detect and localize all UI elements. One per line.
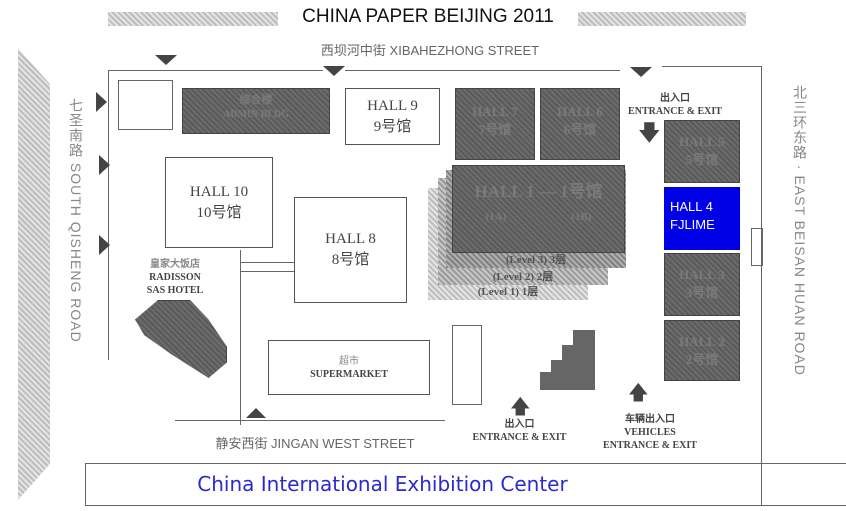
entrance-top: 出入口 ENTRANCE & EXIT [620,92,730,118]
arrow-up-icon: 🡅 [628,382,649,404]
footer-box [85,463,846,506]
hall-3-cn-label: 3号馆 [685,285,719,301]
gate-marker-icon [96,92,107,112]
south-street-label: 静安西街 JINGAN WEST STREET [215,436,415,451]
vehicles-entrance: 车辆出入口 VEHICLES ENTRANCE & EXIT [590,413,710,452]
hall-5-cn-label: 5号馆 [685,152,719,168]
level-1-label: (Level 1) 1层 [477,285,539,298]
venue-name: China International Exhibition Center [197,472,568,496]
supermarket-cn-label: 超市 [339,355,359,367]
gatehouse [751,228,763,266]
radisson-en-label-2: SAS HOTEL [146,285,204,296]
hall-5-label: HALL 5 [679,134,725,149]
supermarket-label: SUPERMARKET [310,368,388,380]
vehicles-entrance-label: ENTRANCE & EXIT [603,440,697,451]
hall-1: HALL 1 — 1号馆 (1A) (1B) [452,165,625,253]
hall-10-label: HALL 10 [189,183,249,200]
compound-boundary-south [175,420,445,421]
hall-6-cn-label: 6号馆 [563,122,597,138]
east-street-label: 北三环东路 · EAST BEISAN HUAN ROAD [792,85,808,376]
compound-boundary-west [108,70,109,360]
radisson-hotel-building [135,300,227,378]
hall-3-label: HALL 3 [679,267,725,282]
stepped-building [540,330,595,390]
hall-5: HALL 5 5号馆 [664,120,740,183]
hall-9-cn-label: 9号馆 [373,118,412,135]
hall-8: HALL 8 8号馆 [294,197,407,303]
admin-en-label: ADMIN BLDG [223,109,289,121]
exhibitor-label: FJLIME [670,216,715,232]
hall-2-cn-label: 2号馆 [685,352,719,368]
map-title: CHINA PAPER BEIJING 2011 [278,6,578,28]
west-road-strip [18,48,50,500]
arrow-down-icon: 🡇 [638,120,661,145]
hall-9: HALL 9 9号馆 [345,88,440,145]
compound-boundary-north [345,70,620,71]
hall-1-label: HALL 1 — 1号馆 [474,182,603,201]
entrance-bottom-label: ENTRANCE & EXIT [472,432,567,443]
gate-marker-icon [155,55,177,65]
connector [240,262,294,272]
gate-marker-icon [630,67,652,77]
hall-4-highlight[interactable]: HALL 4 FJLIME [664,187,740,250]
compound-boundary-east [662,66,762,506]
hall-8-label: HALL 8 [325,231,376,247]
hall-6-label: HALL 6 [557,104,603,119]
gate-marker-icon [99,155,110,175]
inner-road-line [240,250,241,425]
hall-7-cn-label: 7号馆 [478,122,512,138]
hall-8-cn-label: 8号馆 [331,252,370,268]
entrance-top-label: ENTRANCE & EXIT [628,106,722,117]
radisson-en-label: RADISSON [149,272,201,283]
west-street-label: 七圣南路 SOUTH QISHENG ROAD [68,98,84,343]
vehicles-label: VEHICLES [624,427,676,438]
supermarket: 超市 SUPERMARKET [268,340,430,395]
hall-1-sections: (1A) (1B) [453,210,624,225]
level-3-label: (Level 3) 3层 [505,253,567,266]
hall-2-label: HALL 2 [679,334,725,349]
radisson-label: 皇家大饭店 RADISSON SAS HOTEL [130,258,220,297]
hall-7: HALL 7 7号馆 [455,88,535,160]
entrance-top-cn: 出入口 [660,93,690,104]
hall-9-label: HALL 9 [367,97,418,114]
admin-cn-label: 综合楼 [239,94,273,106]
admin-annex [118,80,173,130]
gate-marker-icon [99,235,110,255]
admin-building: 综合楼 ADMIN BLDG [182,88,330,134]
hall-1a-label: (1A) [485,210,507,223]
hall-7-label: HALL 7 [472,104,518,119]
hall-1b-label: (1B) [571,210,592,223]
small-building [452,325,482,405]
hall-10-cn-label: 10号馆 [196,204,242,221]
hall-4-label: HALL 4 [670,199,713,214]
hall-3: HALL 3 3号馆 [664,253,740,316]
hall-2: HALL 2 2号馆 [664,320,740,381]
gate-marker-icon [323,66,345,76]
gate-marker-icon [246,408,266,418]
north-street-label: 西坝河中街 XIBAHEZHONG STREET [320,43,540,58]
radisson-cn-label: 皇家大饭店 [150,259,200,270]
compound-boundary [108,70,323,71]
hall-10: HALL 10 10号馆 [165,157,273,248]
entrance-bottom: 出入口 ENTRANCE & EXIT [462,418,577,444]
entrance-bottom-cn: 出入口 [504,419,535,430]
level-2-label: (Level 2) 2层 [492,270,554,283]
hall-6: HALL 6 6号馆 [540,88,620,160]
vehicles-cn: 车辆出入口 [625,414,675,425]
arrow-up-icon: 🡅 [510,396,531,418]
